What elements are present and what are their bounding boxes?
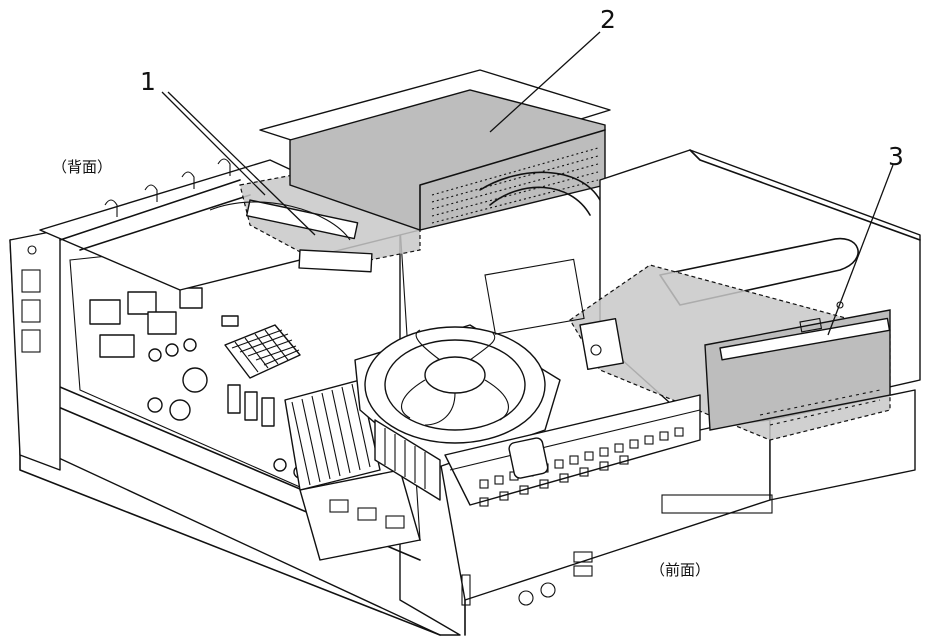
leader-1b <box>167 91 316 236</box>
bracket-holes <box>479 427 684 507</box>
capacitors <box>147 338 307 479</box>
power-supply <box>259 69 611 231</box>
psu-vent-holes <box>431 147 599 224</box>
cpu-heatsink-fins <box>291 383 371 486</box>
leader-2 <box>489 31 601 133</box>
front-bracket <box>444 258 701 507</box>
rear-label: （背面） <box>52 158 112 176</box>
front-label: （前面） <box>650 561 710 579</box>
leader-lines <box>161 31 894 336</box>
chipset-heatsink <box>224 324 301 379</box>
callout-2: 2 <box>600 5 616 34</box>
leader-1a <box>161 91 266 196</box>
card-cage-clips <box>104 158 231 217</box>
memory-module <box>299 469 421 561</box>
drive-bay-holes <box>759 389 881 426</box>
rear-slots <box>21 245 41 353</box>
optical-drive-highlight <box>704 309 891 431</box>
cpu-fan-hub <box>424 356 486 394</box>
front-io-ports <box>461 494 773 606</box>
callout-3: 3 <box>888 142 904 171</box>
drive-bay <box>569 149 921 441</box>
fan-blades <box>401 329 509 426</box>
cpu-cooler <box>284 324 561 501</box>
leader-3 <box>827 164 894 336</box>
callout-1: 1 <box>140 67 156 96</box>
